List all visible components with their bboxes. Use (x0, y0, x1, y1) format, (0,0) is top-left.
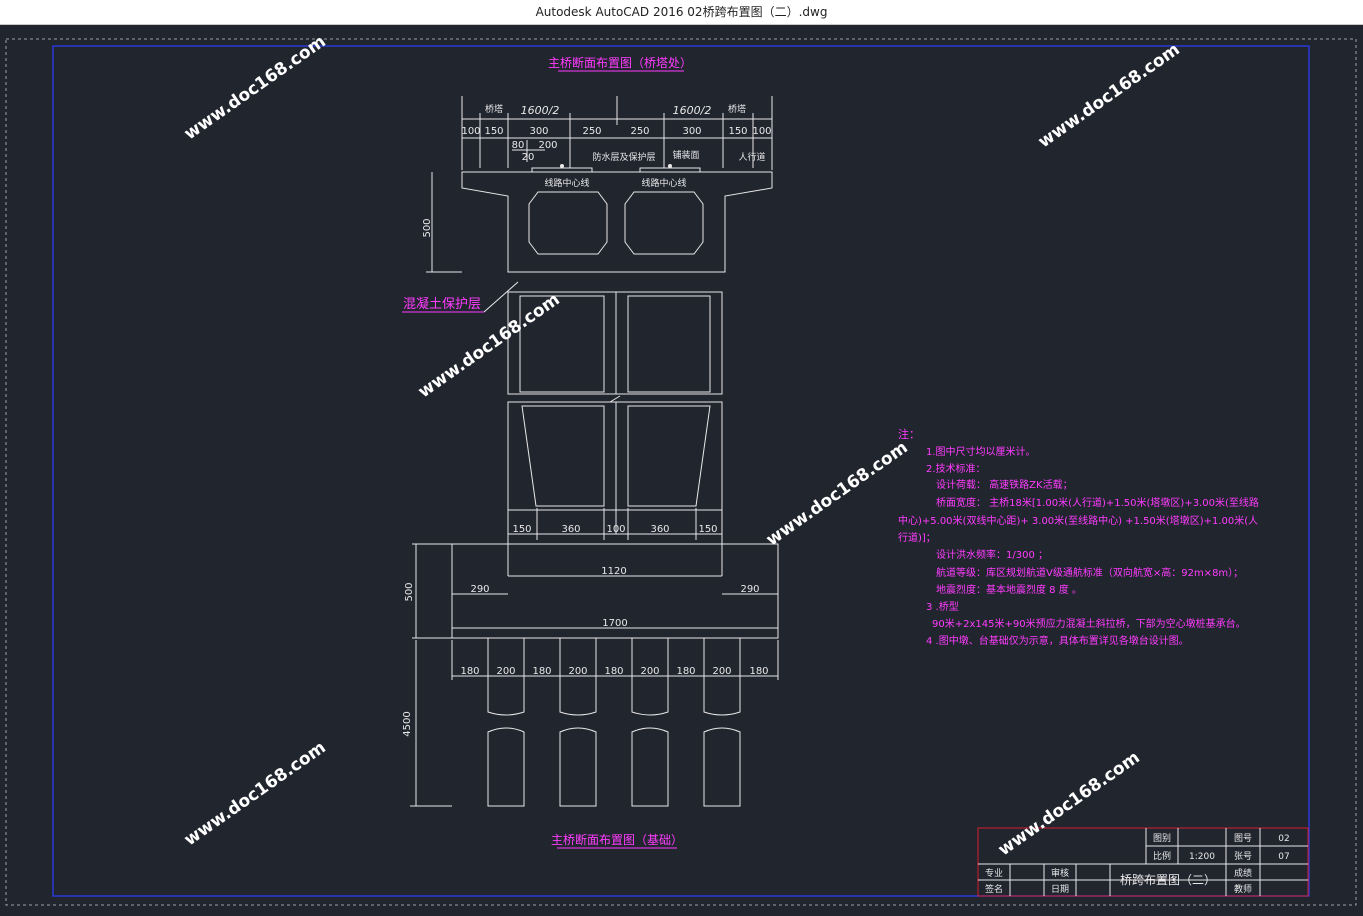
piles-section: 4500 180 200 180 200 180 200 180 200 180 (402, 638, 779, 807)
tb-scale: 1:200 (1189, 852, 1215, 862)
note-line-8: 航道等级：库区规划航道Ⅴ级通航标准（双向航宽×高：92m×8m）； (936, 566, 1243, 579)
tb-drawing-no: 02 (1278, 834, 1289, 844)
tb-major-label: 专业 (985, 867, 1003, 879)
pile-dim-5: 180 (604, 666, 623, 677)
note-line-2: 2.技术标准： (926, 462, 986, 475)
drawing-frame (52, 45, 1310, 897)
tb-teacher-label: 教师 (1234, 883, 1252, 895)
tb-drawn-label: 图别 (1153, 833, 1171, 844)
subdim-2: 200 (538, 140, 557, 151)
pile-dim-7: 180 (676, 666, 695, 677)
note-line-4: 桥面宽度： 主桥18米[1.00米(人行道)+1.50米(塔墩区)+3.00米(… (936, 496, 1259, 509)
tower-left-label: 桥塔 (485, 103, 503, 115)
concrete-cover-label: 混凝土保护层 (403, 296, 481, 312)
tb-date-label: 日期 (1051, 884, 1069, 895)
footing-upper-width: 1120 (601, 566, 626, 577)
note-line-6: 行道)]； (898, 531, 936, 544)
pile-dim-6: 200 (640, 666, 659, 677)
pier-dim-2: 360 (561, 524, 580, 535)
watermark-4: www.doc168.com (763, 438, 912, 551)
window-title: Autodesk AutoCAD 2016 02桥跨布置图（二）.dwg (535, 5, 828, 19)
note-line-1: 1.图中尺寸均以厘米计。 (926, 445, 1036, 458)
tb-sheet: 07 (1278, 852, 1289, 862)
window-titlebar: Autodesk AutoCAD 2016 02桥跨布置图（二）.dwg (0, 0, 1363, 25)
watermark-5: www.doc168.com (181, 738, 330, 851)
dim-left-3: 300 (529, 126, 548, 137)
footing-total: 1700 (602, 618, 627, 629)
title-block: 图别 比例 1:200 图号 02 张号 07 专业 签名 审核 日期 桥跨布置… (977, 827, 1309, 897)
deck-height: 500 (422, 218, 433, 237)
dim-right-2: 300 (682, 126, 701, 137)
tb-check-label: 审核 (1051, 867, 1069, 879)
dim-left-4: 250 (582, 126, 601, 137)
watermark-1: www.doc168.com (181, 32, 330, 145)
waterproof-label: 防水层及保护层 (592, 151, 655, 163)
dim-right-3: 150 (728, 126, 747, 137)
subdim-1: 80 (512, 140, 525, 151)
tb-result-label: 成绩 (1234, 867, 1252, 879)
pile-dim-8: 200 (712, 666, 731, 677)
sheet-outline (5, 38, 1357, 906)
tb-drawing-no-label: 图号 (1234, 833, 1252, 844)
note-line-11: 90米+2x145米+90米预应力混凝土斜拉桥，下部为空心墩桩基承台。 (932, 617, 1246, 630)
note-line-12: 4 .图中墩、台基础仅为示意，具体布置详见各墩台设计图。 (926, 634, 1189, 647)
sidewalk-label: 人行道 (738, 151, 765, 163)
title-top: 主桥断面布置图（桥塔处） (548, 55, 692, 70)
note-line-10: 3 .桥型 (926, 600, 959, 613)
deck-section: 500 1600/2 1600/2 桥塔 桥塔 100 150 300 250 … (422, 96, 773, 273)
pile-dim-4: 200 (568, 666, 587, 677)
pile-dim-2: 200 (496, 666, 515, 677)
pile-length: 4500 (402, 711, 413, 736)
footing-right: 290 (740, 584, 759, 595)
footing-left: 290 (470, 584, 489, 595)
dim-half-left: 1600/2 (521, 104, 560, 117)
notes-block: 注： 1.图中尺寸均以厘米计。 2.技术标准： 设计荷载： 高速铁路ZK活载； … (898, 427, 1259, 647)
pier-dim-1: 150 (512, 524, 531, 535)
watermark-2: www.doc168.com (1035, 40, 1184, 153)
tb-name-label: 签名 (985, 883, 1003, 895)
centerline-right: 线路中心线 (641, 177, 686, 189)
drawing-canvas[interactable]: 主桥断面布置图（桥塔处） 500 1600/2 1600/2 桥塔 (0, 24, 1363, 912)
note-line-3: 设计荷载： 高速铁路ZK活载； (936, 478, 1073, 491)
tb-sheet-title: 桥跨布置图（二） (1120, 873, 1216, 887)
bridge-deck-label: 铺装面 (672, 149, 699, 161)
dim-right-4: 100 (752, 126, 771, 137)
pile-dim-1: 180 (460, 666, 479, 677)
pile-dim-9: 180 (749, 666, 768, 677)
note-line-7: 设计洪水频率：1/300 ； (936, 548, 1048, 561)
tb-sheet-label: 张号 (1234, 851, 1252, 862)
dim-left-2: 150 (484, 126, 503, 137)
dim-half-right: 1600/2 (673, 104, 712, 117)
dim-right-1: 250 (630, 126, 649, 137)
notes-heading: 注： (898, 427, 920, 441)
title-bottom: 主桥断面布置图（基础） (551, 832, 683, 847)
dim-left-1: 100 (461, 126, 480, 137)
subdim-3: 20 (522, 152, 535, 163)
pier-dim-4: 360 (650, 524, 669, 535)
centerline-left: 线路中心线 (544, 177, 589, 189)
pile-dim-3: 180 (532, 666, 551, 677)
pier-dim-5: 150 (698, 524, 717, 535)
pier-section: 150 360 100 360 150 (507, 291, 723, 576)
pier-dim-3: 100 (606, 524, 625, 535)
watermark-6: www.doc168.com (995, 748, 1144, 861)
note-line-5: 中心)+5.00米(双线中心距)+ 3.00米(至线路中心) +1.50米(塔墩… (898, 514, 1258, 527)
note-line-9: 地震烈度：基本地震烈度 8 度 。 (936, 583, 1082, 596)
footing-section: 500 1120 290 290 1700 (404, 543, 779, 639)
drawing-svg[interactable]: 主桥断面布置图（桥塔处） 500 1600/2 1600/2 桥塔 (0, 24, 1363, 912)
tb-scale-label: 比例 (1153, 850, 1171, 862)
footing-height: 500 (404, 582, 415, 601)
tower-right-label: 桥塔 (728, 103, 746, 115)
